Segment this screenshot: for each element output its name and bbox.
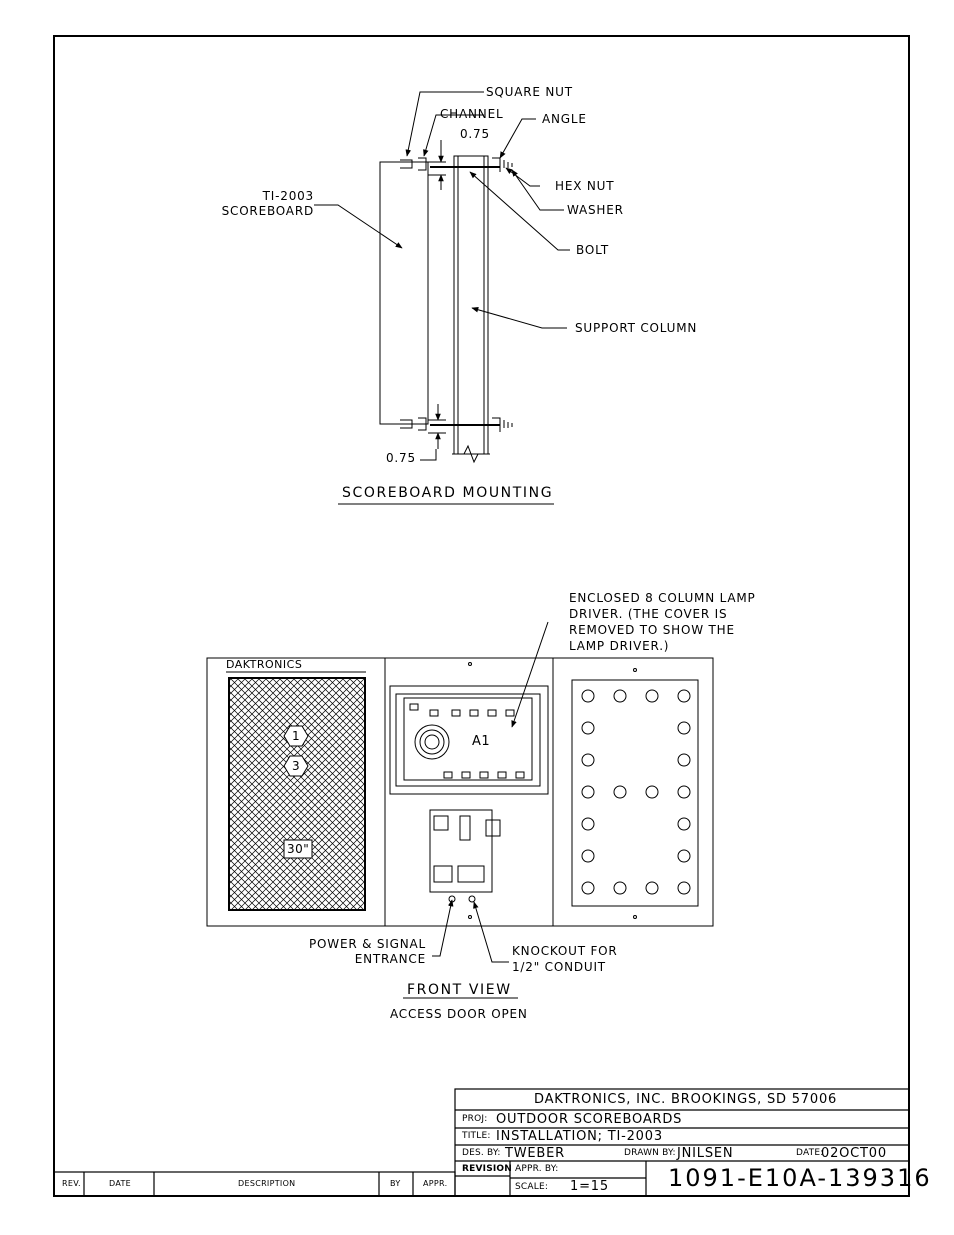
lamp-driver-label: A1	[472, 734, 491, 749]
driver-note-line2: DRIVER. (THE COVER IS	[569, 607, 728, 621]
rev-header: REV.	[62, 1179, 81, 1188]
hex-label-3: 3	[292, 759, 301, 773]
dimension-top-label: 0.75	[460, 127, 490, 141]
front-view-title: FRONT VIEW	[407, 982, 512, 998]
scoreboard-right-panel	[552, 657, 714, 927]
approved-by-label: APPR. BY:	[515, 1164, 559, 1174]
drawn-by-label: DRAWN BY:	[624, 1148, 676, 1158]
front-view	[206, 621, 714, 999]
by-header: BY	[390, 1179, 401, 1188]
power-signal-label-line1: POWER & SIGNAL	[309, 937, 426, 951]
description-header: DESCRIPTION	[238, 1179, 296, 1188]
designed-by-label: DES. BY:	[462, 1148, 501, 1158]
revision-label: REVISION	[462, 1164, 513, 1174]
power-box	[429, 809, 493, 893]
hex-nut-label: HEX NUT	[555, 179, 615, 193]
scale-label: SCALE:	[515, 1182, 549, 1192]
drawing-date: 02OCT00	[821, 1146, 887, 1161]
square-nut-label: SQUARE NUT	[486, 85, 573, 99]
mounting-title: SCOREBOARD MOUNTING	[342, 485, 554, 501]
drawing-title: INSTALLATION; TI-2003	[496, 1129, 663, 1144]
support-column-label: SUPPORT COLUMN	[575, 321, 698, 335]
front-view-subtitle: ACCESS DOOR OPEN	[390, 1007, 528, 1021]
brand-label: DAKTRONICS	[226, 658, 303, 671]
channel-label: CHANNEL	[440, 107, 504, 121]
washer-label: WASHER	[567, 203, 624, 217]
knockout-label-line2: 1/2" CONDUIT	[512, 960, 606, 974]
lamp-holes	[581, 689, 691, 895]
sheet-border	[53, 35, 910, 1197]
speaker	[414, 724, 450, 760]
project-name: OUTDOOR SCOREBOARDS	[496, 1112, 683, 1127]
title-block-lines	[53, 1088, 910, 1197]
scoreboard-side	[379, 161, 429, 425]
appr-header: APPR.	[423, 1179, 448, 1188]
drawn-by: JNILSEN	[677, 1146, 734, 1161]
lamp-mesh	[228, 677, 366, 911]
size-label: 30"	[287, 842, 310, 856]
dimension-bottom-label: 0.75	[386, 451, 416, 465]
knockout-label-line1: KNOCKOUT FOR	[512, 944, 618, 958]
title-label: TITLE:	[462, 1131, 491, 1141]
angle-label: ANGLE	[542, 112, 587, 126]
driver-note-line3: REMOVED TO SHOW THE	[569, 623, 735, 637]
scoreboard-label-line2: SCOREBOARD	[221, 204, 314, 218]
hex-label-1: 1	[292, 729, 301, 743]
drawing-scale: 1=15	[570, 1179, 609, 1194]
date-label: DATE:	[796, 1148, 824, 1158]
power-signal-label-line2: ENTRANCE	[354, 952, 426, 966]
lamp-plate	[571, 679, 699, 907]
lamp-driver-board	[403, 697, 533, 781]
lamp-driver-enclosure	[389, 685, 549, 795]
driver-note-line4: LAMP DRIVER.)	[569, 639, 670, 653]
date-header: DATE	[109, 1179, 132, 1188]
company-line: DAKTRONICS, INC. BROOKINGS, SD 57006	[534, 1092, 838, 1107]
scoreboard-label-line1: TI-2003	[262, 189, 314, 203]
proj-label: PROJ:	[462, 1114, 488, 1124]
drawing-number: 1091-E10A-139316	[668, 1164, 932, 1192]
designed-by: TWEBER	[505, 1146, 565, 1161]
bolt-label: BOLT	[576, 243, 610, 257]
driver-note-line1: ENCLOSED 8 COLUMN LAMP	[569, 591, 756, 605]
mounting-side-view	[314, 91, 570, 505]
support-column	[453, 155, 489, 455]
